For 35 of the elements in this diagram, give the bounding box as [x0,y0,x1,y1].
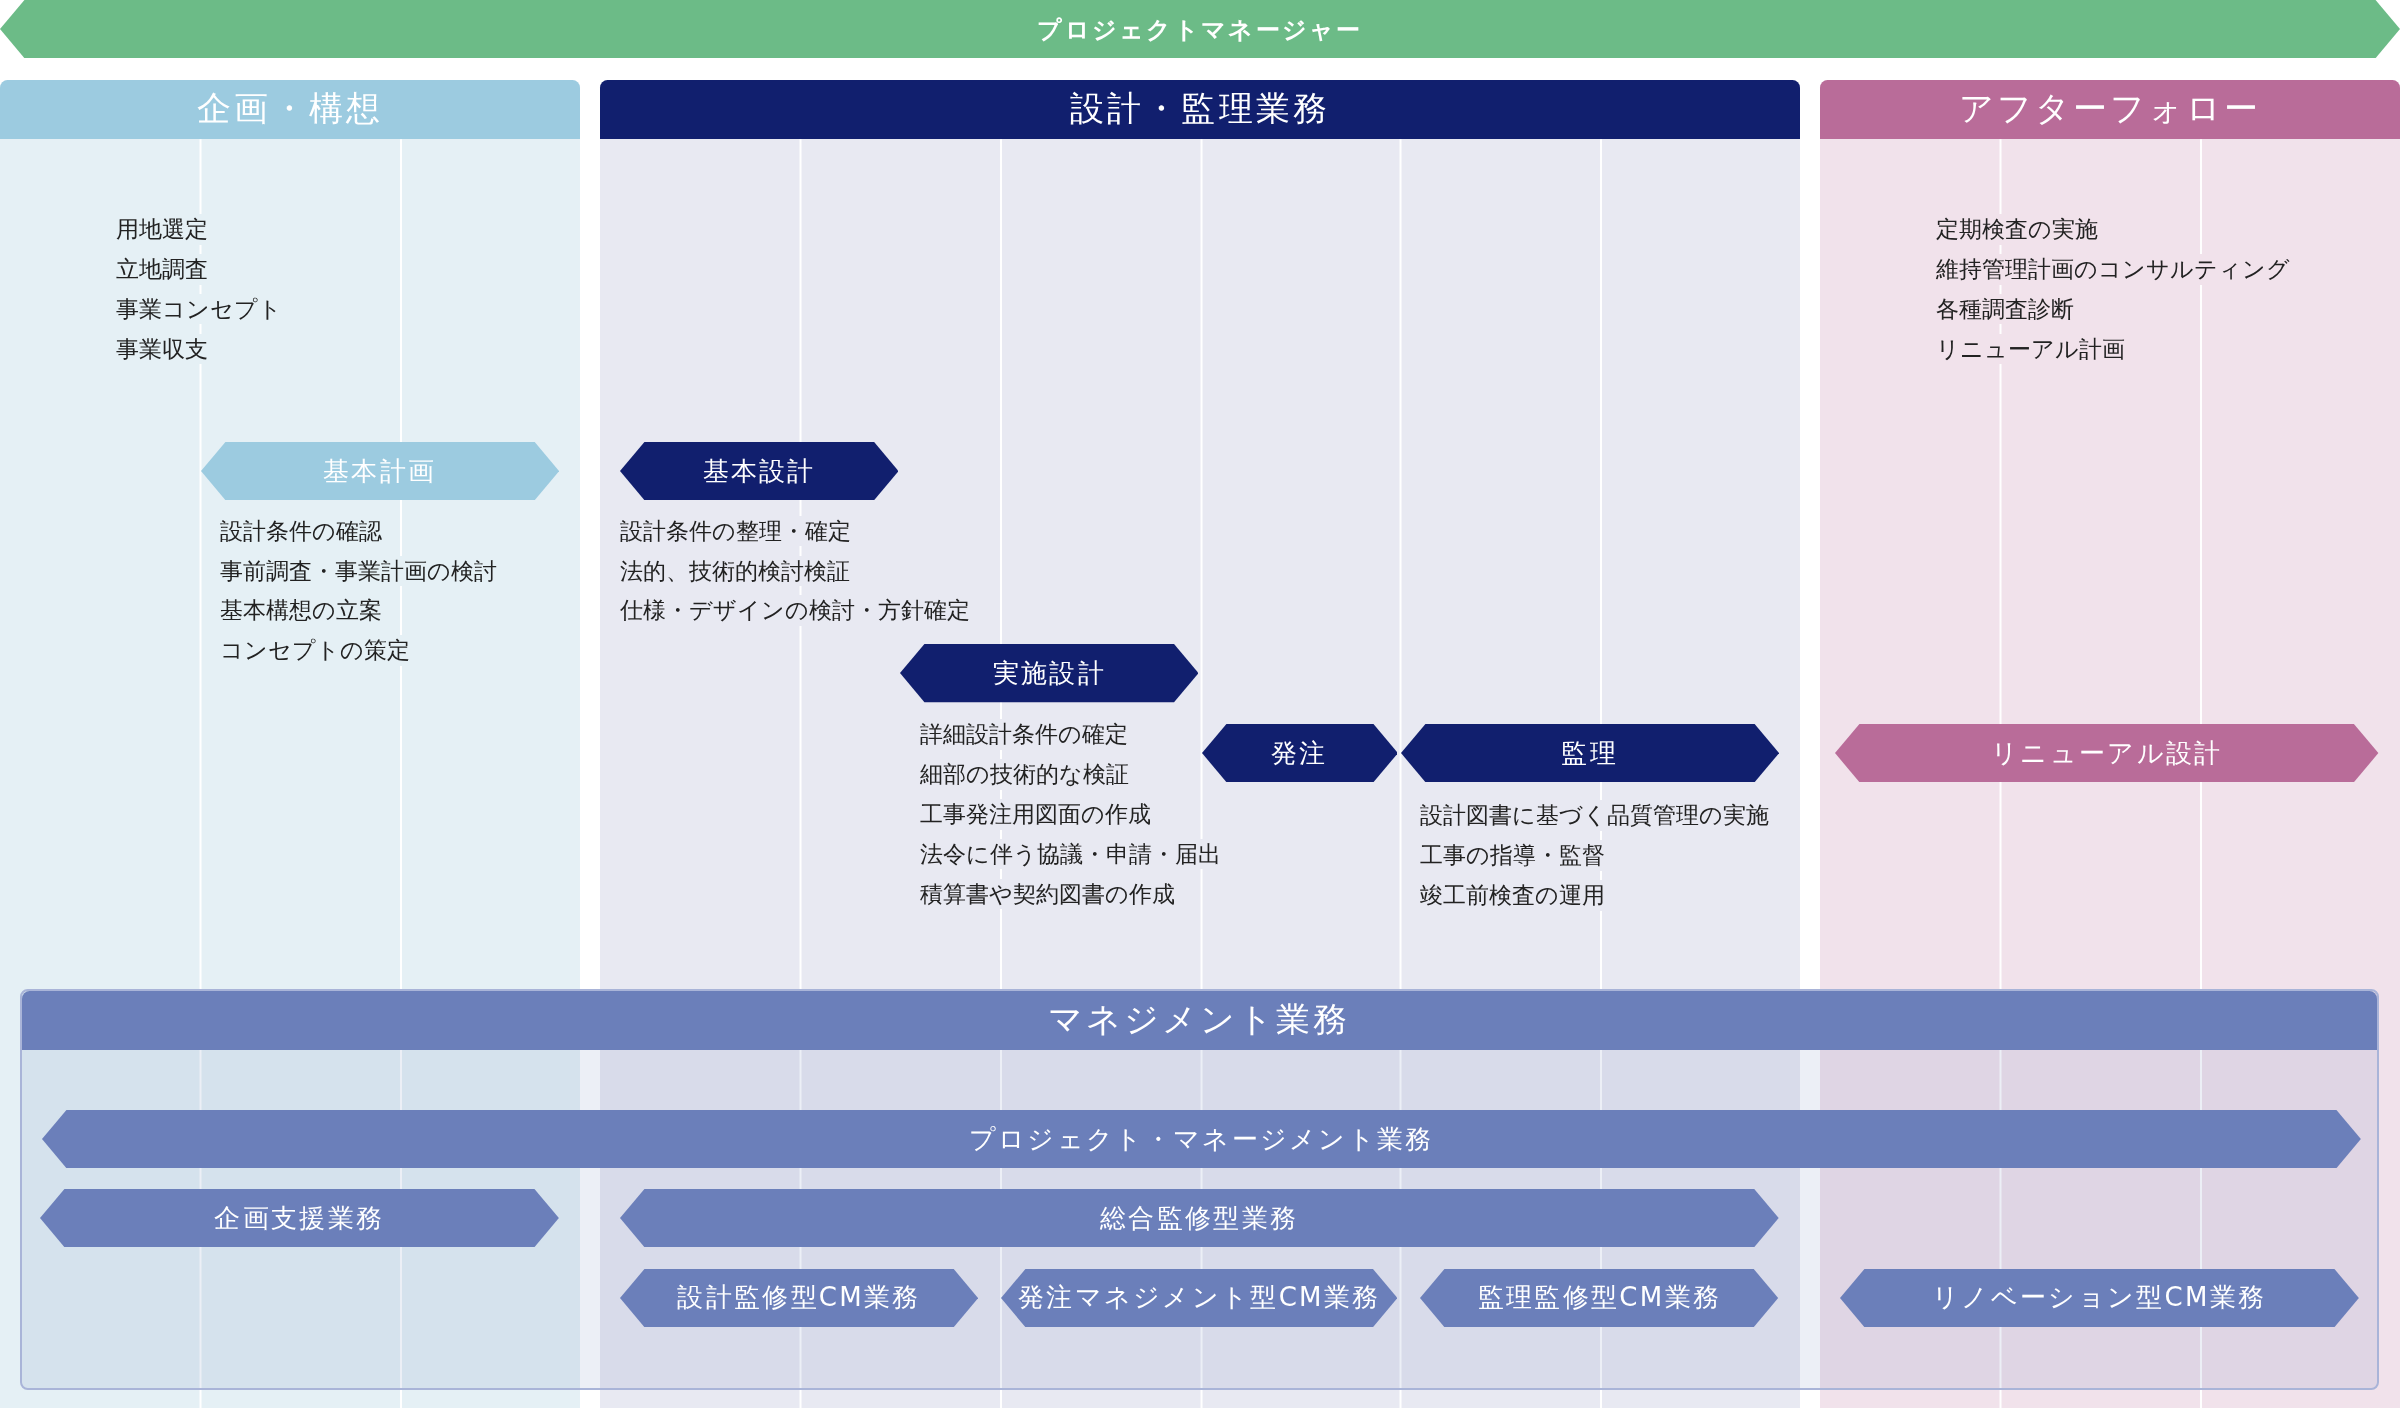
list-item: 用地選定 [116,214,209,245]
chevron-box: 発注マネジメント型CM業務 [1001,1268,1398,1328]
list-item: 定期検査の実施 [1936,214,2099,245]
chevron-box: 実施設計 [900,644,1199,703]
note-text: 工事発注用図面の作成 [919,798,1151,830]
list-item: 立地調査 [116,254,209,285]
chevron-box: 発注 [1201,723,1398,783]
note-text: 積算書や契約図書の作成 [919,878,1175,910]
note-text: 法令に伴う協議・申請・届出 [919,838,1221,870]
panel-header: 企画・構想 [0,79,581,140]
chevron-box: 基本計画 [200,442,559,501]
note-text: コンセプトの策定 [220,635,411,666]
chevron-box: プロジェクト・マネージメント業務 [41,1110,2361,1169]
note-text: 工事の指導・監督 [1420,840,1606,871]
panel-header: 設計・監理業務 [600,79,1800,140]
list-item: 維持管理計画のコンサルティング [1936,254,2291,285]
chevron-box: プロジェクトマネージャー [0,0,2400,59]
note-text: 設計図書に基づく品質管理の実施 [1420,800,1770,832]
note-text: 事前調査・事業計画の検討 [220,555,498,587]
chevron-box: 総合監修型業務 [619,1189,1779,1248]
note-text: 法的、技術的検討検証 [619,555,850,587]
chevron-box: リノベーション型CM業務 [1839,1268,2359,1328]
list-item: 各種調査診断 [1936,293,2075,325]
chevron-box: リニューアル設計 [1835,723,2379,783]
chevron-box: 基本設計 [619,442,899,501]
list-item: 事業収支 [116,333,209,365]
note-text: 仕様・デザインの検討・方針確定 [619,595,970,626]
panel-header: マネジメント業務 [21,990,2377,1051]
note-text: 細部の技術的な検証 [919,759,1129,790]
panel-header: アフターフォロー [1819,79,2400,140]
note-text: 詳細設計条件の確定 [919,719,1128,750]
chevron-box: 企画支援業務 [39,1189,559,1248]
note-text: 竣工前検査の運用 [1420,880,1606,911]
chevron-box: 監理 [1400,723,1779,783]
note-text: 設計条件の整理・確定 [619,515,851,547]
